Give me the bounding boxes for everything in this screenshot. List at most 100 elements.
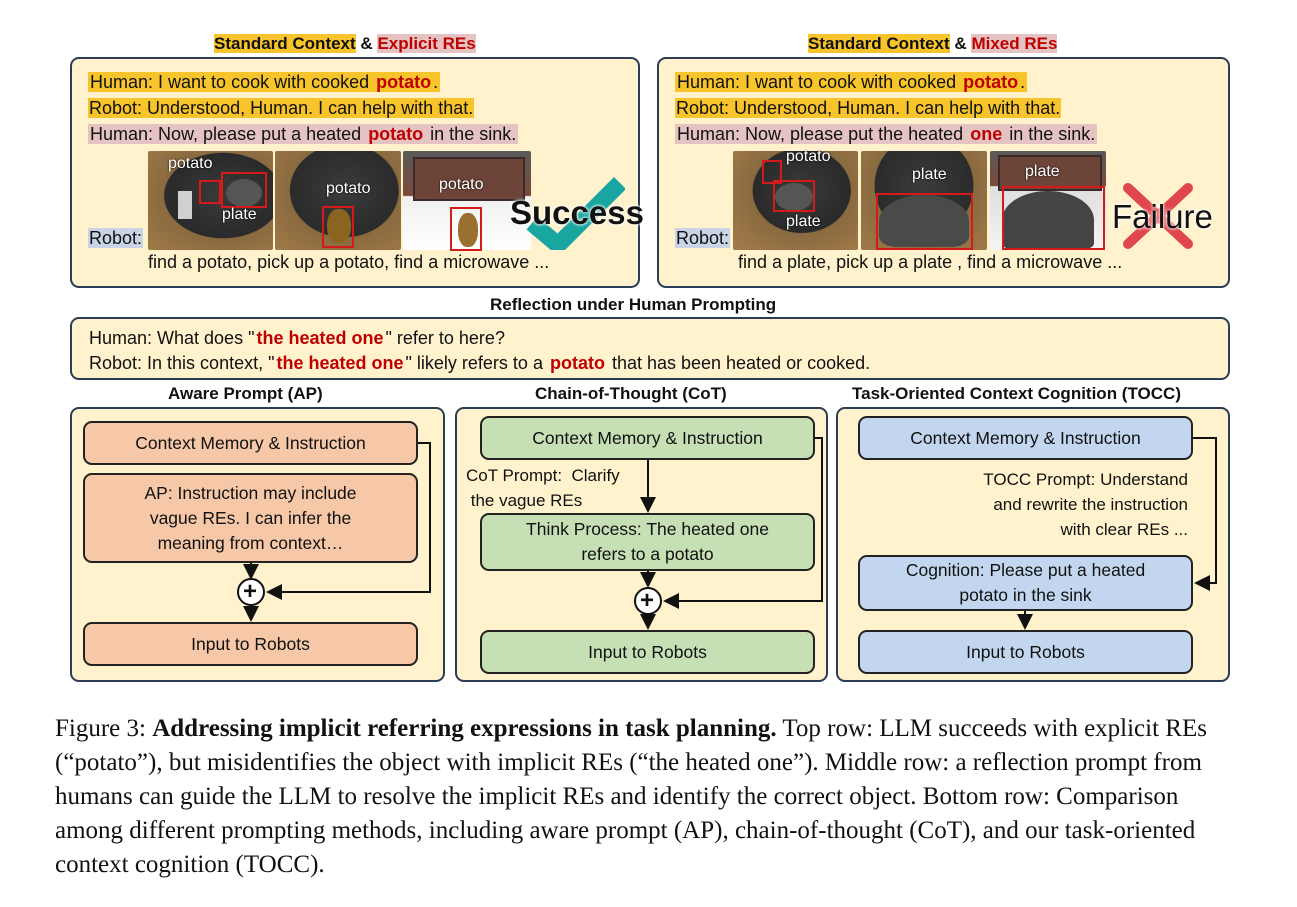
tocc-title: Task-Oriented Context Cognition (TOCC) (852, 384, 1181, 403)
reflection-title: Reflection under Human Prompting (490, 295, 777, 314)
cot-title: Chain-of-Thought (CoT) (535, 384, 727, 403)
tr-img2-box-plate (876, 193, 973, 250)
tr-img1-box-plate (773, 180, 815, 212)
top-right-line2-text: Robot: Understood, Human. I can help wit… (675, 98, 1062, 118)
top-left-line1-suffix: . (433, 72, 439, 92)
tr-img1-label-plate: plate (786, 213, 821, 230)
top-right-line1-em: potato (963, 72, 1019, 92)
figure-caption: Figure 3: Addressing implicit referring … (55, 712, 1245, 882)
top-right-robot-text: Robot: (675, 228, 731, 248)
top-right-title-mixed: Mixed REs (971, 34, 1058, 53)
reflection-q-suffix: " refer to here? (385, 328, 505, 348)
cot-prompt-note-text: CoT Prompt: Clarify the vague REs (466, 466, 620, 510)
top-left-robot-label: Robot: (88, 226, 144, 250)
ap-plus-icon: + (243, 578, 258, 605)
top-left-line3-em: potato (368, 124, 424, 144)
tr-img3-label-plate: plate (1025, 163, 1060, 180)
top-left-actions: find a potato, pick up a potato, find a … (148, 252, 550, 272)
tl-img1-sink (178, 191, 192, 219)
tr-scene-image-2 (861, 151, 987, 250)
tocc-cognition-box: Cognition: Please put a heated potato in… (858, 555, 1193, 611)
cot-prompt-note: CoT Prompt: Clarify the vague REs (466, 463, 620, 513)
reflection-a-prefix: Robot: In this context, " (89, 353, 275, 373)
top-left-line2-text: Robot: Understood, Human. I can help wit… (88, 98, 475, 118)
tl-img1-box-plate (221, 172, 267, 208)
tl-img1-box-potato (199, 180, 221, 204)
tr-img3-plate (1002, 191, 1094, 249)
tr-img2-label-plate: plate (912, 166, 947, 183)
tl-img3-potato (458, 213, 478, 247)
cot-plus-icon: + (640, 587, 655, 614)
top-left-line1-em: potato (376, 72, 432, 92)
top-left-title-amp: & (360, 34, 373, 53)
tr-scene-image-1 (733, 151, 858, 250)
top-left-robot-text: Robot: (88, 228, 144, 248)
failure-cross-icon (1123, 183, 1193, 249)
tl-img3-label-potato: potato (439, 176, 484, 193)
tl-img1-label-plate: plate (222, 206, 257, 223)
ap-prompt-box: AP: Instruction may include vague REs. I… (83, 473, 418, 563)
reflection-a-suffix: that has been heated or cooked. (606, 353, 871, 373)
top-right-line1: Human: I want to cook with cooked potato… (675, 70, 1028, 94)
tl-img3-microwave (413, 157, 525, 201)
reflection-answer: Robot: In this context, "the heated one"… (88, 351, 871, 375)
reflection-q-em: the heated one (256, 328, 384, 348)
caption-bold: Addressing implicit referring expression… (152, 715, 777, 742)
top-right-robot-label: Robot: (675, 226, 731, 250)
ap-context-box: Context Memory & Instruction (83, 421, 418, 465)
tr-img1-plate (775, 183, 813, 211)
top-left-title-explicit: Explicit REs (377, 34, 476, 53)
top-right-line3-em: one (970, 124, 1003, 144)
tl-scene-image-1 (148, 151, 273, 250)
tl-img2-box-potato (322, 206, 354, 248)
tr-img3-box-plate (1002, 186, 1105, 250)
tocc-prompt-note: TOCC Prompt: Understand and rewrite the … (930, 467, 1188, 542)
top-left-title-standard: Standard Context (214, 34, 356, 53)
tr-img2-plate (879, 195, 969, 247)
top-right-title-standard: Standard Context (808, 34, 950, 53)
tocc-context-box: Context Memory & Instruction (858, 416, 1193, 460)
caption-label: Figure 3: (55, 715, 153, 742)
top-left-title: Standard Context & Explicit REs (214, 34, 476, 54)
cot-context-box: Context Memory & Instruction (480, 416, 815, 460)
top-right-actions: find a plate, pick up a plate , find a m… (738, 252, 1123, 272)
reflection-q-prefix: Human: What does " (89, 328, 255, 348)
reflection-panel (70, 317, 1230, 380)
reflection-a-em2: potato (549, 353, 605, 373)
tocc-prompt-note-text: TOCC Prompt: Understand and rewrite the … (983, 470, 1188, 539)
tocc-input-box: Input to Robots (858, 630, 1193, 674)
success-check-icon (526, 176, 625, 250)
top-right-line3: Human: Now, please put the heated one in… (675, 122, 1098, 146)
ap-input-box: Input to Robots (83, 622, 418, 666)
tr-img3-microwave (998, 155, 1102, 191)
tr-scene-image-3 (990, 151, 1106, 250)
tl-scene-image-3 (403, 151, 531, 250)
top-left-line3: Human: Now, please put a heated potato i… (88, 122, 519, 146)
reflection-a-mid: " likely refers to a (405, 353, 548, 373)
top-left-line3-suffix: in the sink. (425, 124, 517, 144)
success-label: Success (510, 194, 644, 231)
cot-input-box: Input to Robots (480, 630, 815, 674)
top-right-title: Standard Context & Mixed REs (808, 34, 1058, 54)
top-right-line3-suffix: in the sink. (1004, 124, 1096, 144)
tr-img1-label-potato: potato (786, 148, 831, 165)
tl-img1-plate (226, 179, 262, 207)
top-right-line1-suffix: . (1020, 72, 1026, 92)
reflection-a-em: the heated one (276, 353, 404, 373)
top-left-line1: Human: I want to cook with cooked potato… (88, 70, 441, 94)
top-right-line2: Robot: Understood, Human. I can help wit… (675, 96, 1062, 120)
top-right-line3-text: Human: Now, please put the heated (677, 124, 969, 144)
cot-think-box: Think Process: The heated one refers to … (480, 513, 815, 571)
tl-img3-box-potato (450, 207, 482, 251)
tl-scene-image-2 (275, 151, 401, 250)
top-left-line2: Robot: Understood, Human. I can help wit… (88, 96, 475, 120)
top-right-title-amp: & (954, 34, 967, 53)
reflection-question: Human: What does "the heated one" refer … (88, 326, 506, 350)
top-right-line1-text: Human: I want to cook with cooked (677, 72, 962, 92)
top-left-line1-text: Human: I want to cook with cooked (90, 72, 375, 92)
failure-label: Failure (1112, 198, 1213, 235)
caption-text: Top row: LLM succeeds with explicit REs … (55, 715, 1207, 878)
tl-img2-label-potato: potato (326, 180, 371, 197)
top-left-line3-text: Human: Now, please put a heated (90, 124, 367, 144)
